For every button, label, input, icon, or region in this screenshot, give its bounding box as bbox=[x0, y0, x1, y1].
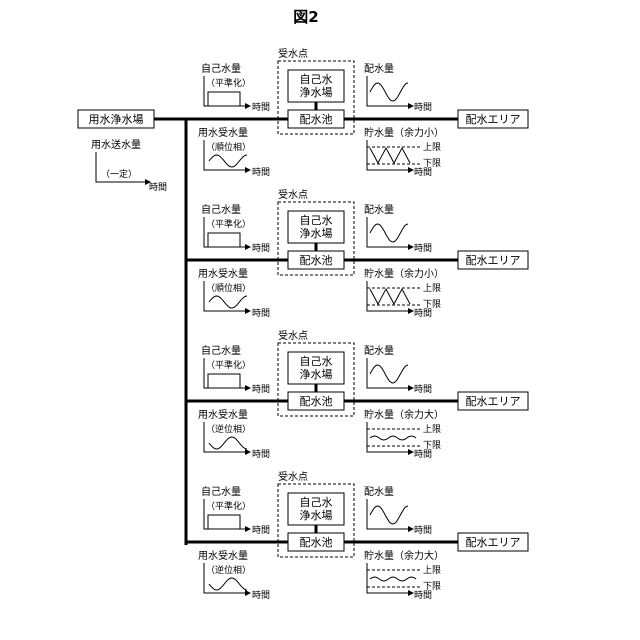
storage-title: 貯水量（余力小） bbox=[364, 126, 444, 139]
storage-axis: 時間 bbox=[414, 308, 432, 319]
reservoir-label: 配水池 bbox=[300, 113, 333, 126]
own-plant-label: 自己水浄水場 bbox=[300, 496, 333, 522]
own-supply-axis: 時間 bbox=[252, 102, 270, 113]
supply-note-mode: （一定） bbox=[101, 168, 137, 180]
storage-title: 貯水量（余力小） bbox=[364, 267, 444, 280]
own-supply-mode: （平準化） bbox=[206, 218, 251, 230]
distribution-wave bbox=[370, 506, 408, 524]
distribution-title: 配水量 bbox=[364, 486, 394, 498]
received-title: 用水受水量 bbox=[198, 409, 248, 421]
storage-upper-label: 上限 bbox=[423, 565, 441, 576]
receiving-point-label: 受水点 bbox=[278, 48, 308, 60]
storage-wave bbox=[370, 577, 416, 581]
own-supply-axis: 時間 bbox=[252, 384, 270, 395]
own-supply-axis: 時間 bbox=[252, 525, 270, 536]
storage-wave bbox=[370, 148, 410, 163]
distribution-title: 配水量 bbox=[364, 63, 394, 75]
station-3: 受水点自己水浄水場配水池配水エリア自己水量（平準化）時間用水受水量（逆位相）時間… bbox=[186, 330, 528, 460]
distribution-axis: 時間 bbox=[414, 525, 432, 536]
distribution-wave bbox=[370, 365, 408, 383]
station-2: 受水点自己水浄水場配水池配水エリア自己水量（平準化）時間用水受水量（順位相）時間… bbox=[186, 189, 528, 319]
own-plant-label: 自己水浄水場 bbox=[300, 355, 333, 381]
own-supply-mode: （平準化） bbox=[206, 77, 251, 89]
storage-title: 貯水量（余力大） bbox=[364, 549, 444, 562]
distribution-axis: 時間 bbox=[414, 243, 432, 254]
receiving-point-label: 受水点 bbox=[278, 330, 308, 342]
station-4: 受水点自己水浄水場配水池配水エリア自己水量（平準化）時間用水受水量（逆位相）時間… bbox=[186, 471, 528, 601]
received-mode: （順位相） bbox=[206, 141, 251, 153]
distribution-axis: 時間 bbox=[414, 102, 432, 113]
own-supply-axis: 時間 bbox=[252, 243, 270, 254]
distribution-area-label: 配水エリア bbox=[466, 395, 521, 408]
own-supply-title: 自己水量 bbox=[201, 62, 241, 75]
distribution-title: 配水量 bbox=[364, 345, 394, 357]
supply-note: 用水送水量 （一定） 時間 bbox=[91, 138, 167, 193]
stations: 受水点自己水浄水場配水池配水エリア自己水量（平準化）時間用水受水量（順位相）時間… bbox=[186, 48, 528, 601]
own-supply-title: 自己水量 bbox=[201, 203, 241, 216]
received-axis: 時間 bbox=[252, 590, 270, 601]
received-title: 用水受水量 bbox=[198, 550, 248, 562]
received-title: 用水受水量 bbox=[198, 127, 248, 139]
own-supply-mode: （平準化） bbox=[206, 359, 251, 371]
station-1: 受水点自己水浄水場配水池配水エリア自己水量（平準化）時間用水受水量（順位相）時間… bbox=[186, 48, 528, 178]
source-plant-label: 用水浄水場 bbox=[89, 112, 144, 126]
storage-axis: 時間 bbox=[414, 167, 432, 178]
distribution-axis: 時間 bbox=[414, 384, 432, 395]
storage-wave bbox=[370, 436, 416, 440]
received-axis: 時間 bbox=[252, 449, 270, 460]
received-mode: （順位相） bbox=[206, 282, 251, 294]
storage-upper-label: 上限 bbox=[423, 424, 441, 435]
received-axis: 時間 bbox=[252, 308, 270, 319]
received-mode: （逆位相） bbox=[206, 564, 251, 576]
distribution-area-label: 配水エリア bbox=[466, 536, 521, 549]
supply-note-title: 用水送水量 bbox=[91, 138, 141, 151]
distribution-area-label: 配水エリア bbox=[466, 113, 521, 126]
received-wave bbox=[209, 296, 247, 308]
own-supply-line bbox=[208, 374, 240, 388]
storage-axis: 時間 bbox=[414, 590, 432, 601]
own-supply-line bbox=[208, 233, 240, 247]
storage-upper-label: 上限 bbox=[423, 142, 441, 153]
storage-upper-label: 上限 bbox=[423, 283, 441, 294]
received-wave bbox=[209, 155, 247, 167]
own-supply-mode: （平準化） bbox=[206, 500, 251, 512]
own-supply-title: 自己水量 bbox=[201, 485, 241, 498]
received-axis: 時間 bbox=[252, 167, 270, 178]
storage-title: 貯水量（余力大） bbox=[364, 408, 444, 421]
reservoir-label: 配水池 bbox=[300, 536, 333, 549]
receiving-point-label: 受水点 bbox=[278, 471, 308, 483]
source-plant: 用水浄水場 bbox=[78, 110, 154, 128]
supply-note-axis: 時間 bbox=[149, 182, 167, 193]
distribution-title: 配水量 bbox=[364, 204, 394, 216]
own-plant-label: 自己水浄水場 bbox=[300, 73, 333, 99]
distribution-wave bbox=[370, 83, 408, 101]
storage-wave bbox=[370, 289, 410, 304]
received-wave bbox=[209, 437, 247, 449]
distribution-wave bbox=[370, 224, 408, 242]
reservoir-label: 配水池 bbox=[300, 395, 333, 408]
own-plant-label: 自己水浄水場 bbox=[300, 214, 333, 240]
own-supply-title: 自己水量 bbox=[201, 344, 241, 357]
receiving-point-label: 受水点 bbox=[278, 189, 308, 201]
figure-title: 図2 bbox=[293, 8, 318, 26]
own-supply-line bbox=[208, 515, 240, 529]
received-mode: （逆位相） bbox=[206, 423, 251, 435]
distribution-area-label: 配水エリア bbox=[466, 254, 521, 267]
received-wave bbox=[209, 578, 247, 590]
storage-axis: 時間 bbox=[414, 449, 432, 460]
received-title: 用水受水量 bbox=[198, 268, 248, 280]
reservoir-label: 配水池 bbox=[300, 254, 333, 267]
own-supply-line bbox=[208, 92, 240, 106]
